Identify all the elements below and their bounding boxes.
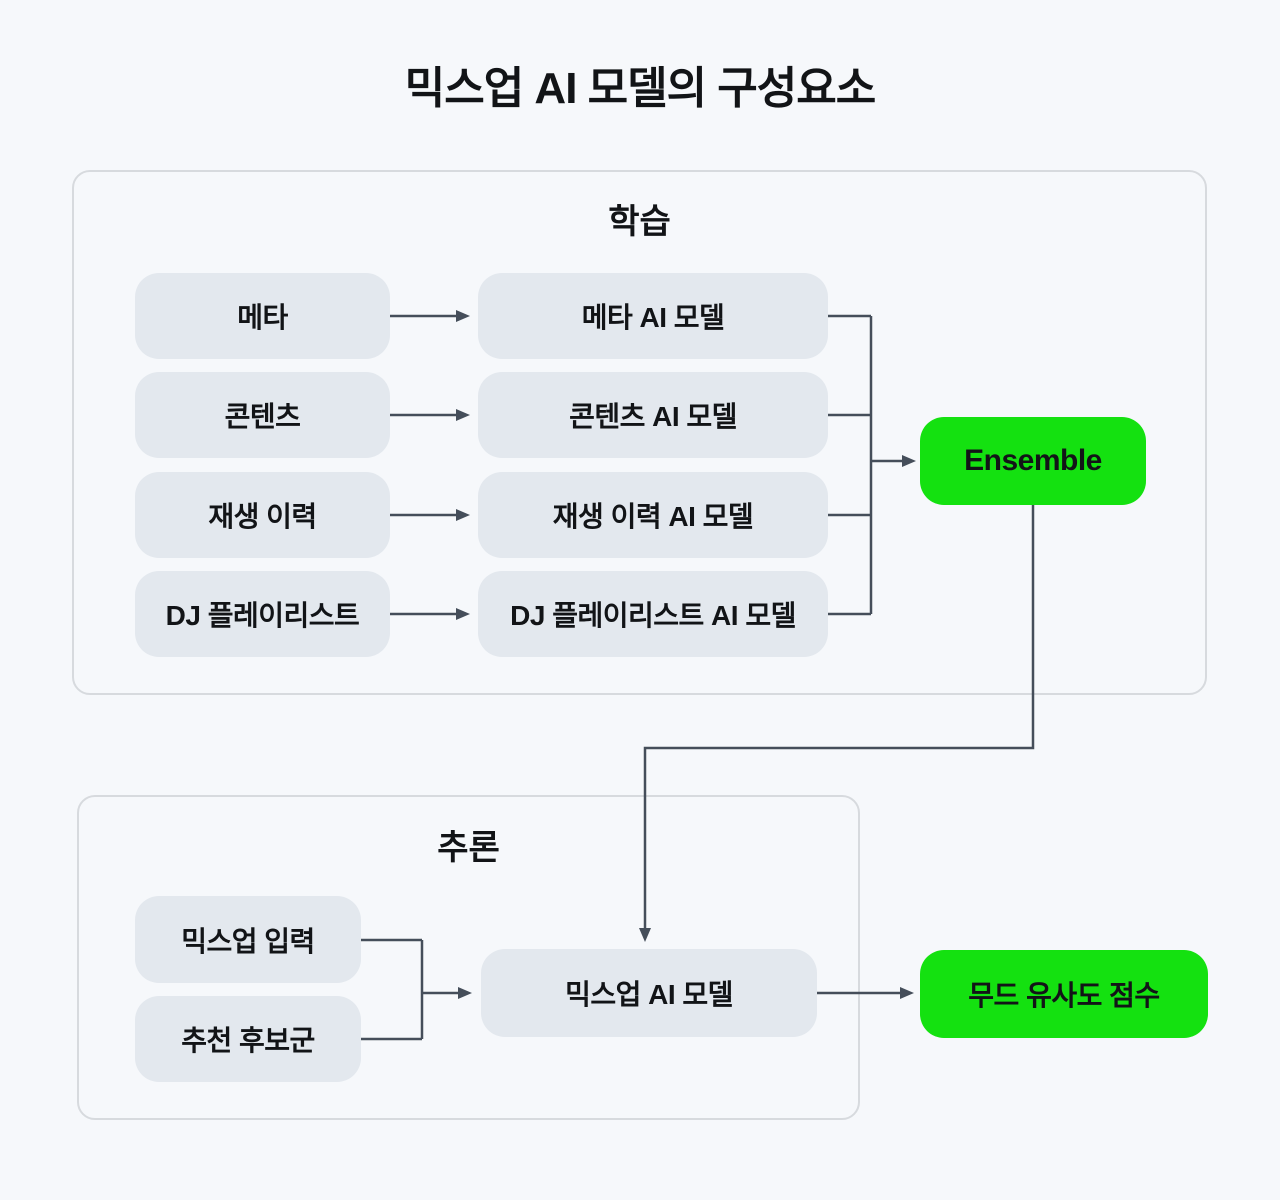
node-meta: 메타 bbox=[135, 273, 390, 359]
page-title: 믹스업 AI 모델의 구성요소 bbox=[404, 64, 876, 113]
node-play-history-ai-model: 재생 이력 AI 모델 bbox=[478, 472, 828, 558]
inference-section-label: 추론 bbox=[437, 829, 500, 867]
node-mixup-ai-model: 믹스업 AI 모델 bbox=[481, 949, 817, 1037]
node-content-ai-model: 콘텐츠 AI 모델 bbox=[478, 372, 828, 458]
node-ensemble: Ensemble bbox=[920, 417, 1146, 505]
node-dj-playlist: DJ 플레이리스트 bbox=[135, 571, 390, 657]
training-section-label: 학습 bbox=[608, 203, 671, 241]
node-mood-similarity-score: 무드 유사도 점수 bbox=[920, 950, 1208, 1038]
node-recommendation-candidates: 추천 후보군 bbox=[135, 996, 361, 1082]
inference-panel bbox=[77, 795, 860, 1120]
training-panel bbox=[72, 170, 1207, 695]
node-meta-ai-model: 메타 AI 모델 bbox=[478, 273, 828, 359]
node-content: 콘텐츠 bbox=[135, 372, 390, 458]
node-play-history: 재생 이력 bbox=[135, 472, 390, 558]
node-mixup-input: 믹스업 입력 bbox=[135, 896, 361, 983]
node-dj-playlist-ai-model: DJ 플레이리스트 AI 모델 bbox=[478, 571, 828, 657]
arrow-ensemble-to-mixup-model bbox=[639, 505, 1035, 942]
